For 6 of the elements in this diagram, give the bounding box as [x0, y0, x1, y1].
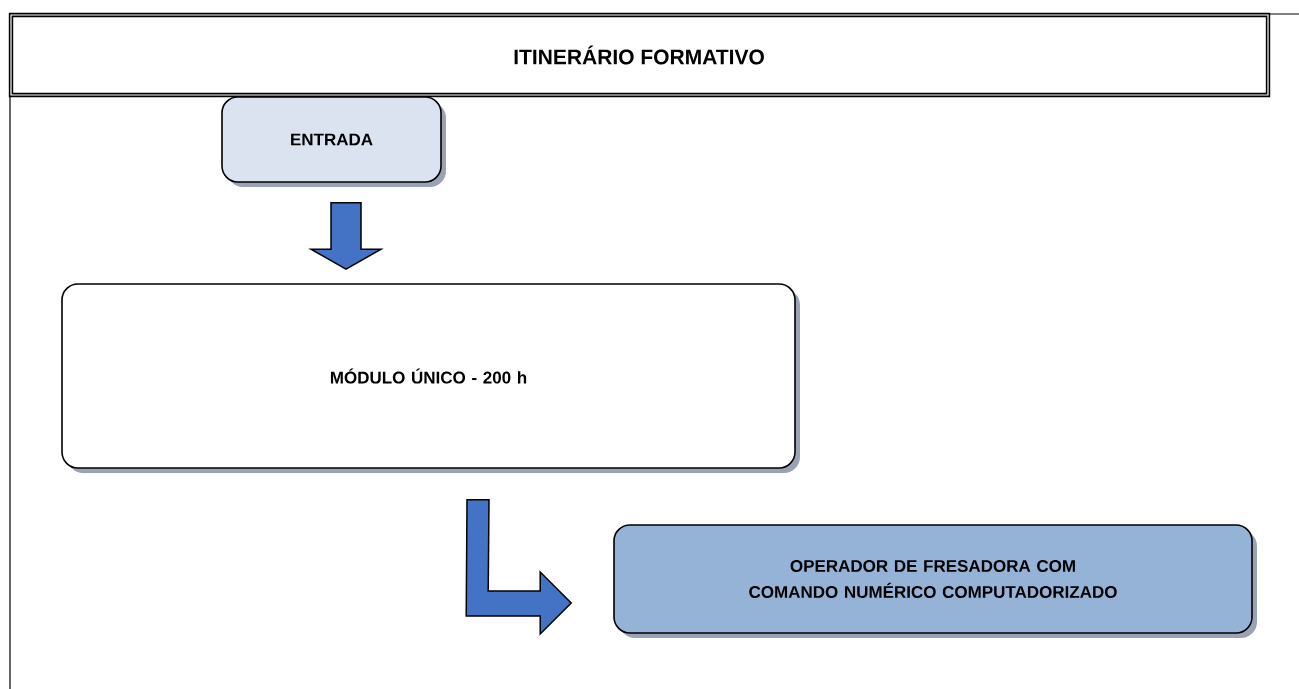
- process-box: ENTRADA: [221, 96, 446, 187]
- block-arrow: [308, 202, 384, 271]
- title-banner: ITINERÁRIO FORMATIVO: [8, 12, 1271, 98]
- block-arrow: [465, 499, 573, 636]
- process-box: MÓDULO ÚNICO - 200 h: [61, 283, 800, 473]
- process-box: OPERADOR DE FRESADORA COM COMANDO NUMÉRICO COMPUTADORIZADO: [613, 524, 1257, 638]
